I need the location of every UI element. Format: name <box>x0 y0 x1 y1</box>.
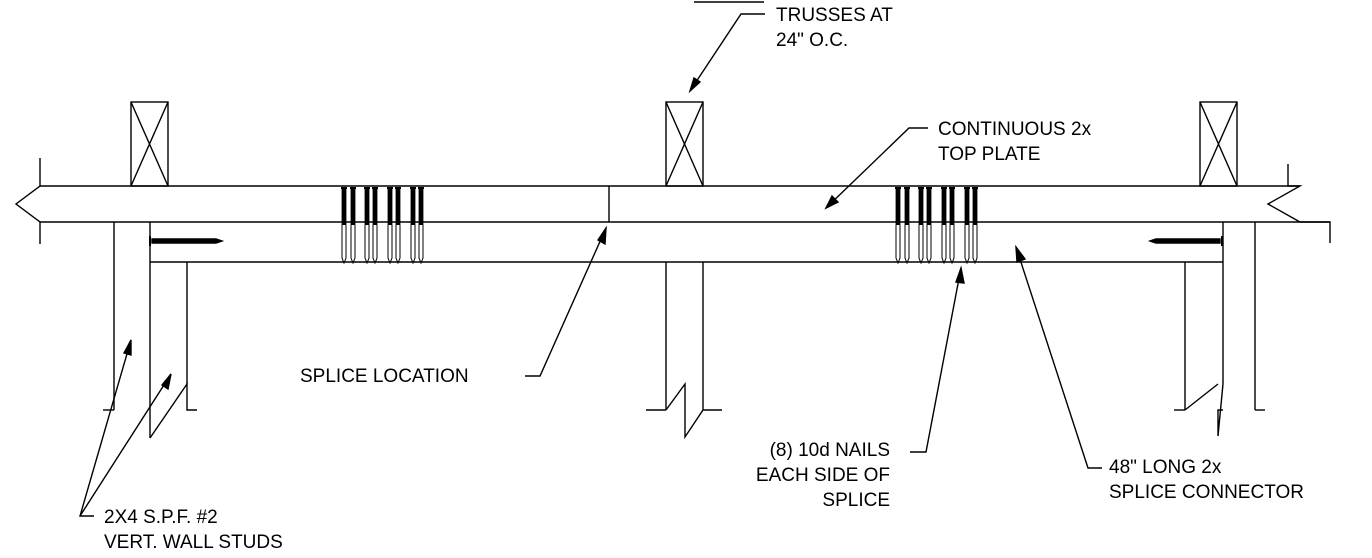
vertical-nail <box>364 187 370 265</box>
leader-connector <box>1015 244 1102 469</box>
leader-nails <box>910 265 965 453</box>
vertical-nail <box>895 187 901 265</box>
label-trusses-line1: TRUSSES AT <box>776 5 893 26</box>
label-top-plate-line1: CONTINUOUS 2x <box>938 119 1092 140</box>
nails <box>149 187 1223 265</box>
vertical-nail <box>418 187 424 265</box>
splice-connector <box>149 222 1224 263</box>
stud-center <box>646 262 722 440</box>
label-trusses-line2: 24" O.C. <box>776 30 849 51</box>
vertical-nail <box>918 187 924 265</box>
truss-right <box>1199 101 1238 187</box>
vertical-nail <box>926 187 932 265</box>
horizontal-nail <box>149 236 225 246</box>
vertical-nail <box>964 187 970 265</box>
label-top-plate-line2: TOP PLATE <box>938 144 1041 165</box>
vertical-nail <box>410 187 416 265</box>
vertical-nail <box>372 187 378 265</box>
horizontal-nail <box>1147 236 1223 246</box>
vertical-nail <box>387 187 393 265</box>
label-studs-line1: 2X4 S.P.F. #2 <box>104 507 218 528</box>
stud-right-inner <box>1174 262 1186 411</box>
vertical-nail <box>395 187 401 265</box>
leader-studs <box>79 339 172 517</box>
label-nails-line2: EACH SIDE OF <box>755 465 890 486</box>
truss-left <box>130 101 169 187</box>
label-connector-line2: SPLICE CONNECTOR <box>1109 482 1304 503</box>
label-nails-line1: (8) 10d NAILS <box>769 440 890 461</box>
vertical-nail <box>350 187 356 265</box>
truss-center <box>665 101 704 187</box>
stud-right-outer <box>1184 222 1265 437</box>
vertical-nail <box>972 187 978 265</box>
stud-left-outer <box>103 222 197 439</box>
label-nails-line3: SPLICE <box>822 490 890 511</box>
vertical-nail <box>949 187 955 265</box>
leader-splice-location <box>525 225 607 377</box>
leader-trusses <box>688 1 765 94</box>
label-studs-line2: VERT. WALL STUDS <box>104 532 283 553</box>
leader-top-plate <box>824 127 928 210</box>
vertical-nail <box>341 187 347 265</box>
label-splice-location: SPLICE LOCATION <box>300 366 469 387</box>
label-connector-line1: 48" LONG 2x <box>1109 457 1222 478</box>
vertical-nail <box>904 187 910 265</box>
vertical-nail <box>941 187 947 265</box>
